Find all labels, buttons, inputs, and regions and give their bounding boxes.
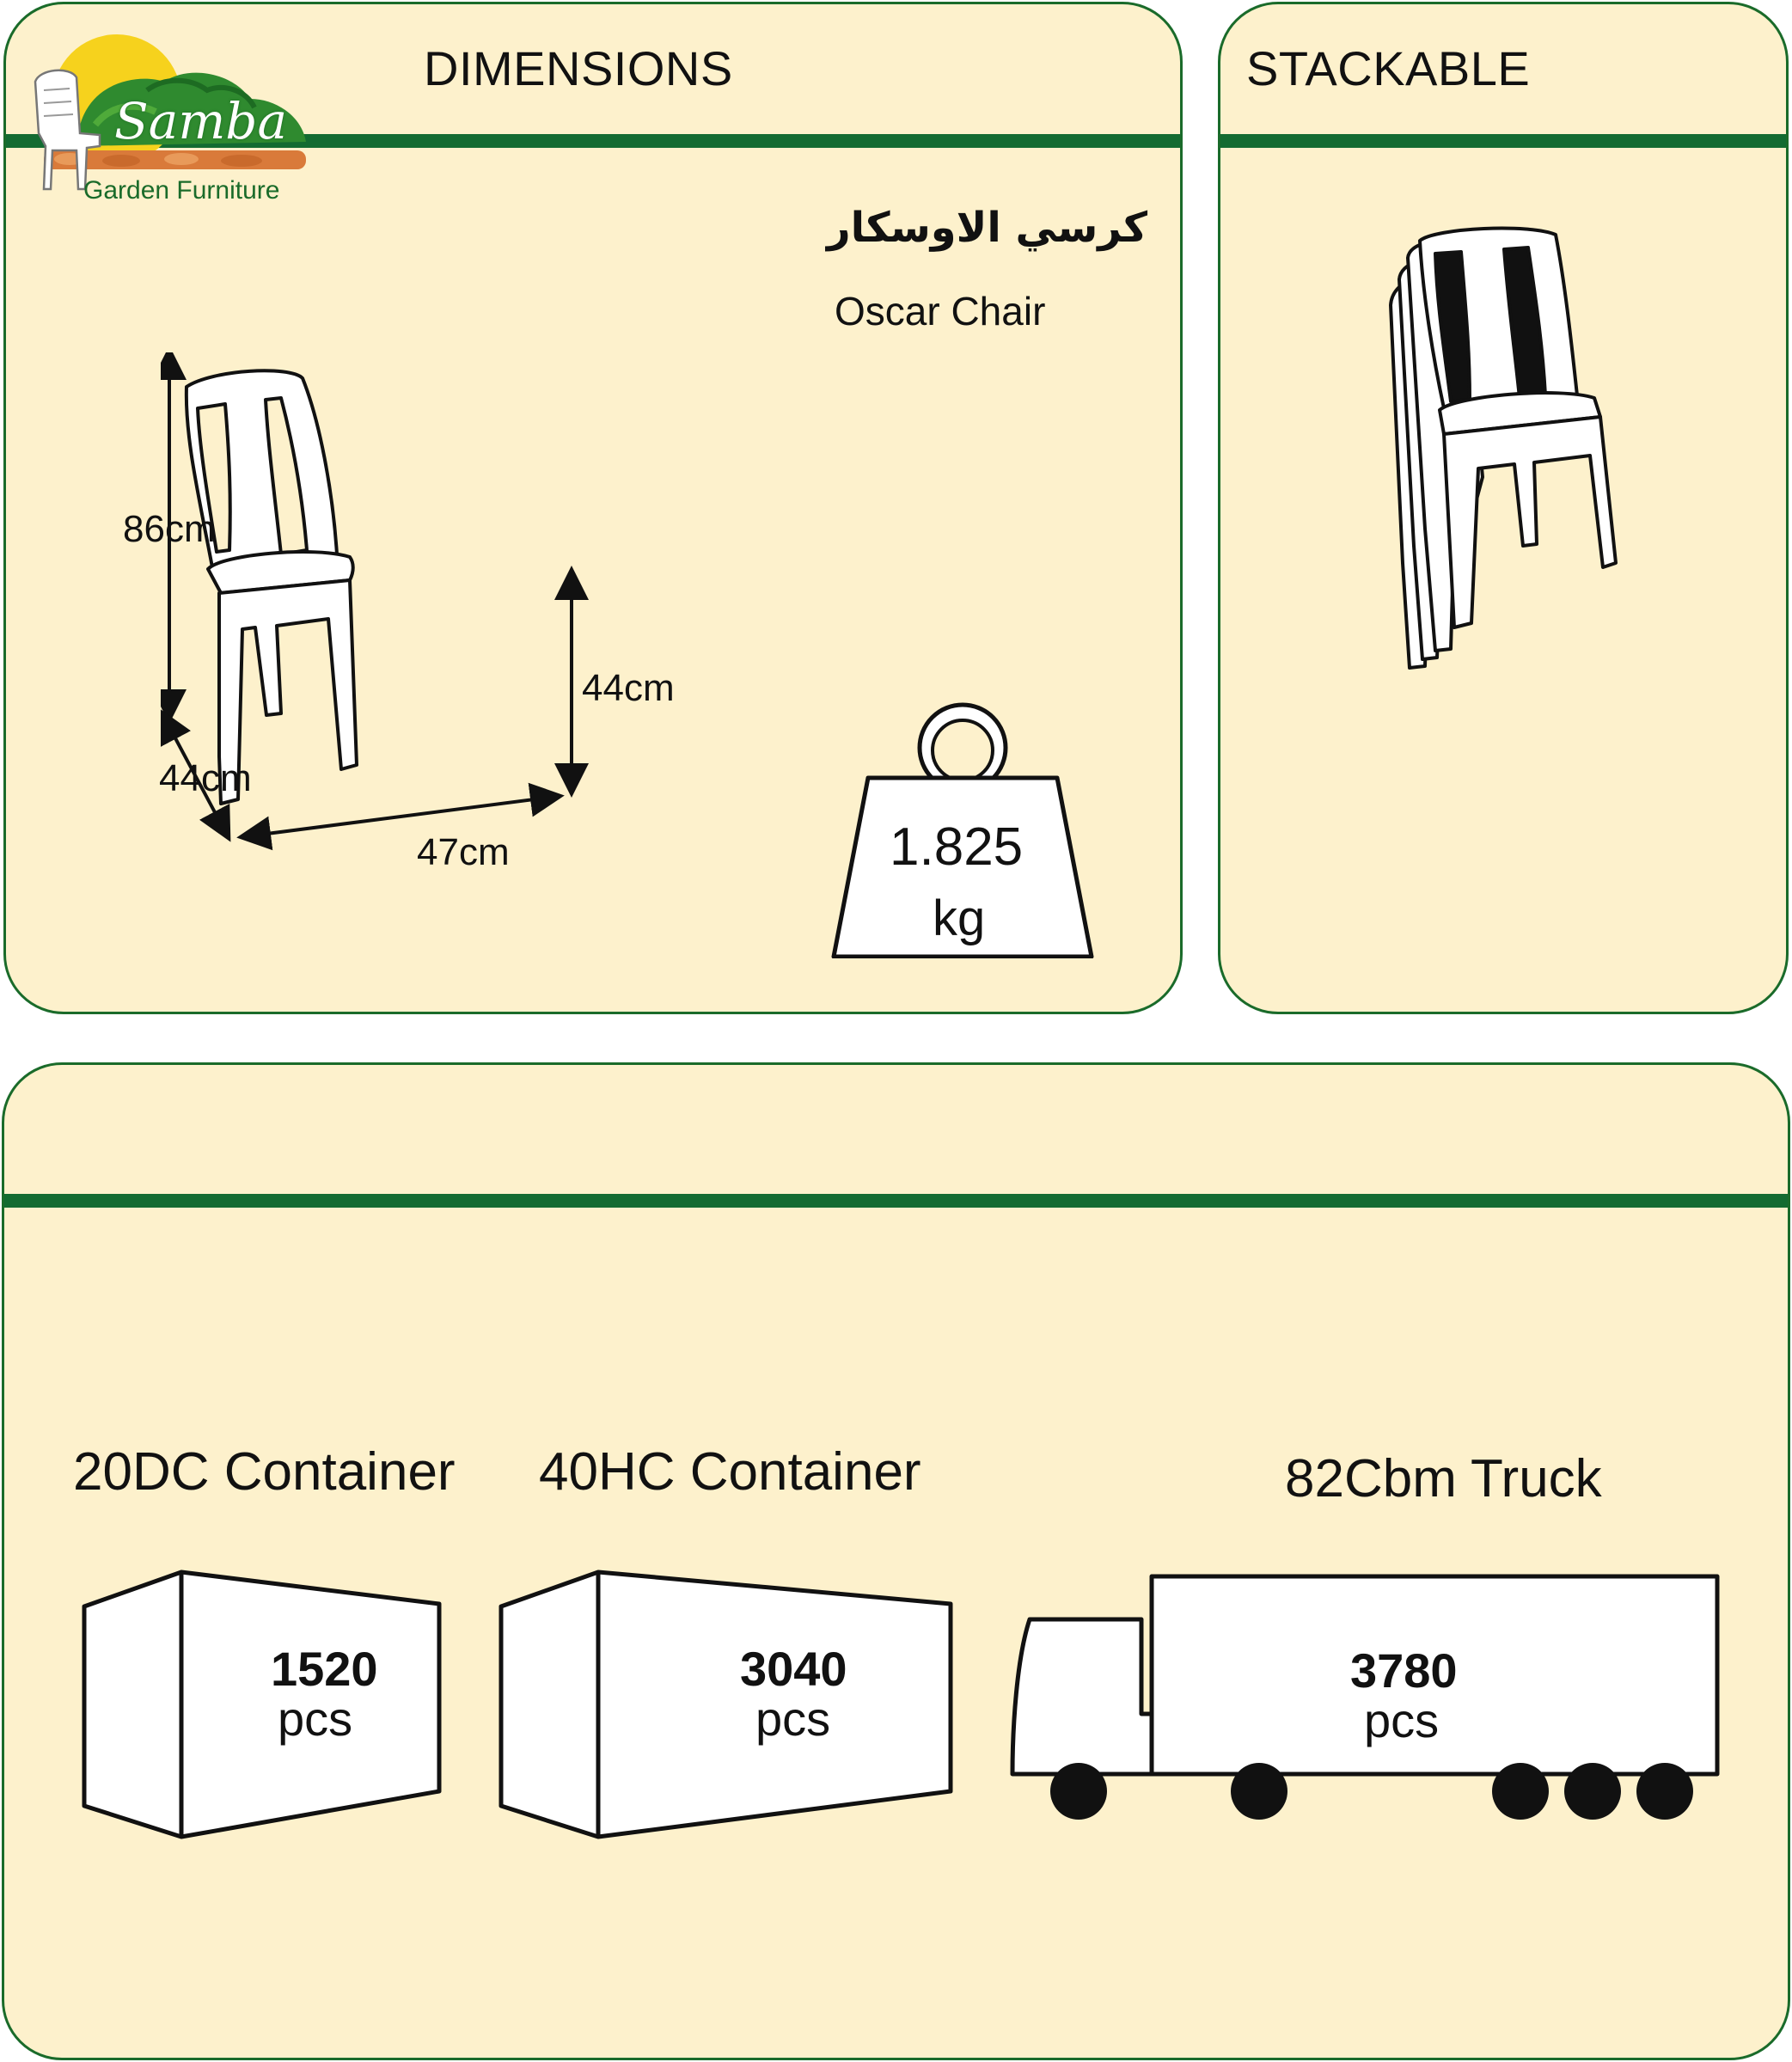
truck-icon	[1010, 1574, 1720, 1820]
weight-unit: kg	[933, 890, 986, 946]
weight-value: 1.825	[890, 817, 1024, 877]
qty-40hc: 3040	[740, 1642, 847, 1696]
stacked-chairs-icon	[1389, 226, 1618, 670]
seat-height-label: 44cm	[582, 667, 675, 709]
shipping-title-truck: 82Cbm Truck	[1285, 1449, 1602, 1508]
brand-logo: Samba Garden Furniture	[18, 30, 319, 211]
height-label: 86cm	[123, 508, 216, 550]
depth-label: 44cm	[159, 757, 252, 799]
brand-tagline: Garden Furniture	[83, 176, 280, 205]
container-40hc-icon	[498, 1569, 953, 1839]
shipping-title-20dc: 20DC Container	[73, 1442, 456, 1502]
panel-header-divider	[4, 1194, 1788, 1208]
weight-icon	[831, 702, 1094, 958]
container-20dc-icon	[82, 1569, 442, 1839]
unit-truck: pcs	[1364, 1693, 1440, 1747]
qty-truck: 3780	[1350, 1643, 1458, 1698]
product-name-arabic: كرسي الاوسكار	[827, 204, 1148, 252]
stackable-panel: STACKABLE	[1218, 2, 1789, 1014]
shipping-title-40hc: 40HC Container	[539, 1442, 921, 1502]
dimensions-panel: Samba Garden Furniture DIMENSIONS كرسي ا…	[3, 2, 1183, 1014]
width-label: 47cm	[417, 831, 510, 873]
panel-header-divider	[1220, 134, 1786, 148]
unit-40hc: pcs	[755, 1692, 831, 1746]
unit-20dc: pcs	[278, 1692, 353, 1746]
dimensions-title: DIMENSIONS	[424, 41, 733, 95]
brand-name: Samba	[114, 92, 288, 150]
product-name-english: Oscar Chair	[835, 289, 1046, 333]
qty-20dc: 1520	[271, 1642, 378, 1696]
shipping-panel: 20DC Container 1520 pcs 40HC Container 3…	[2, 1062, 1790, 2060]
stackable-title: STACKABLE	[1246, 41, 1531, 95]
chair-dimension-drawing	[161, 352, 589, 851]
logo-graphic	[34, 34, 306, 191]
